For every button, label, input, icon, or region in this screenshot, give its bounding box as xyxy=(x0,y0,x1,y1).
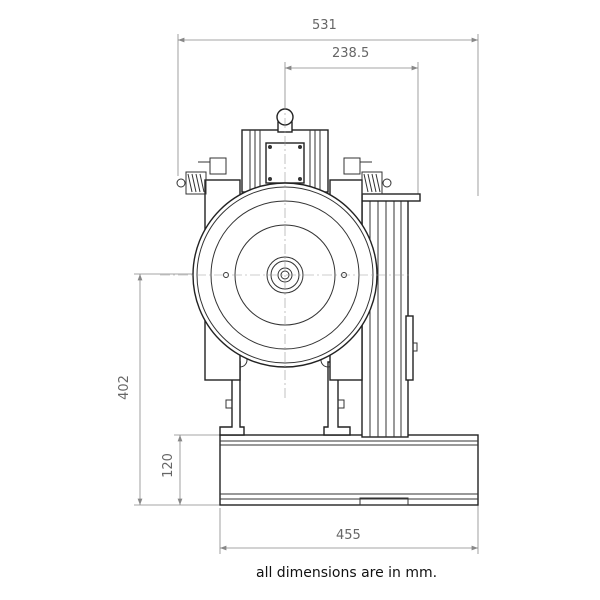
brake-column xyxy=(361,193,421,438)
dim-base-height: 120 xyxy=(160,453,176,478)
base-frame xyxy=(219,434,479,506)
dim-overall-width: 531 xyxy=(312,18,337,33)
dim-overall-height: 402 xyxy=(116,375,132,400)
dim-base-width: 455 xyxy=(336,528,361,543)
dim-offset-width: 238.5 xyxy=(332,46,370,61)
traction-sheave xyxy=(160,100,410,400)
units-note: all dimensions are in mm. xyxy=(256,565,438,581)
